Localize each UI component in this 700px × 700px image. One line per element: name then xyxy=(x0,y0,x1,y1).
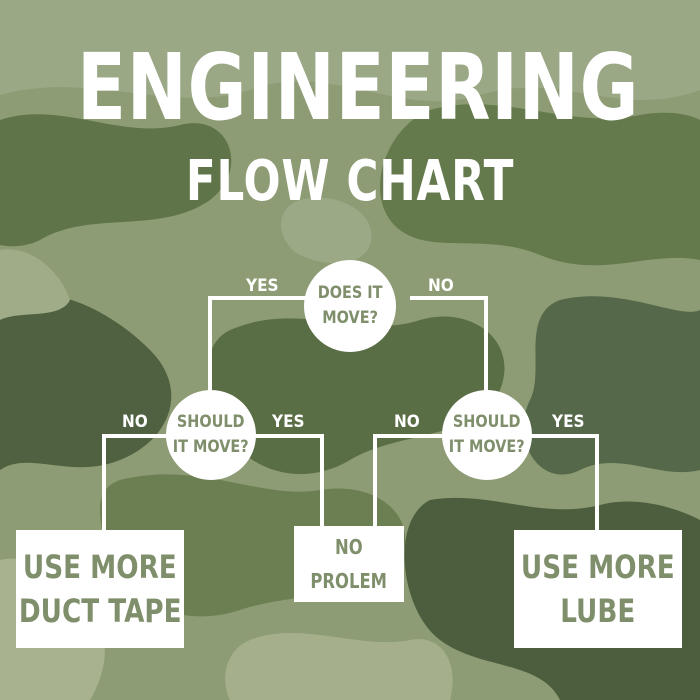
outcome-line: DUCT TAPE xyxy=(18,592,182,630)
outcome-duct-tape: USE MORE DUCT TAPE xyxy=(16,530,184,648)
outcome-line: USE MORE xyxy=(23,548,177,586)
decision-should-it-move-right: SHOULD IT MOVE? xyxy=(442,390,532,480)
decision-label: DOES IT MOVE? xyxy=(317,283,383,328)
decision-label: SHOULD IT MOVE? xyxy=(173,412,249,457)
decision-label: SHOULD IT MOVE? xyxy=(449,412,525,457)
decision-should-it-move-left: SHOULD IT MOVE? xyxy=(166,390,256,480)
title-line-2: FLOW CHART xyxy=(185,149,515,214)
outcome-line: LUBE xyxy=(560,592,636,630)
edge-label-root-no: NO xyxy=(428,276,454,296)
decision-does-it-move: DOES IT MOVE? xyxy=(304,260,396,352)
edge-label-right-yes: YES xyxy=(552,412,585,432)
outcome-lube: USE MORE LUBE xyxy=(514,530,682,648)
outcome-no-problem: NO PROLEM xyxy=(294,526,404,602)
outcome-line: USE MORE xyxy=(521,548,675,586)
edge-label-right-no: NO xyxy=(394,412,420,432)
outcome-line: PROLEM xyxy=(310,569,388,593)
title-line-1: ENGINEERING xyxy=(77,34,640,141)
edge-label-root-yes: YES xyxy=(246,276,279,296)
edge-label-left-no: NO xyxy=(122,412,148,432)
edge-label-left-yes: YES xyxy=(272,412,305,432)
outcome-line: NO xyxy=(335,535,363,559)
